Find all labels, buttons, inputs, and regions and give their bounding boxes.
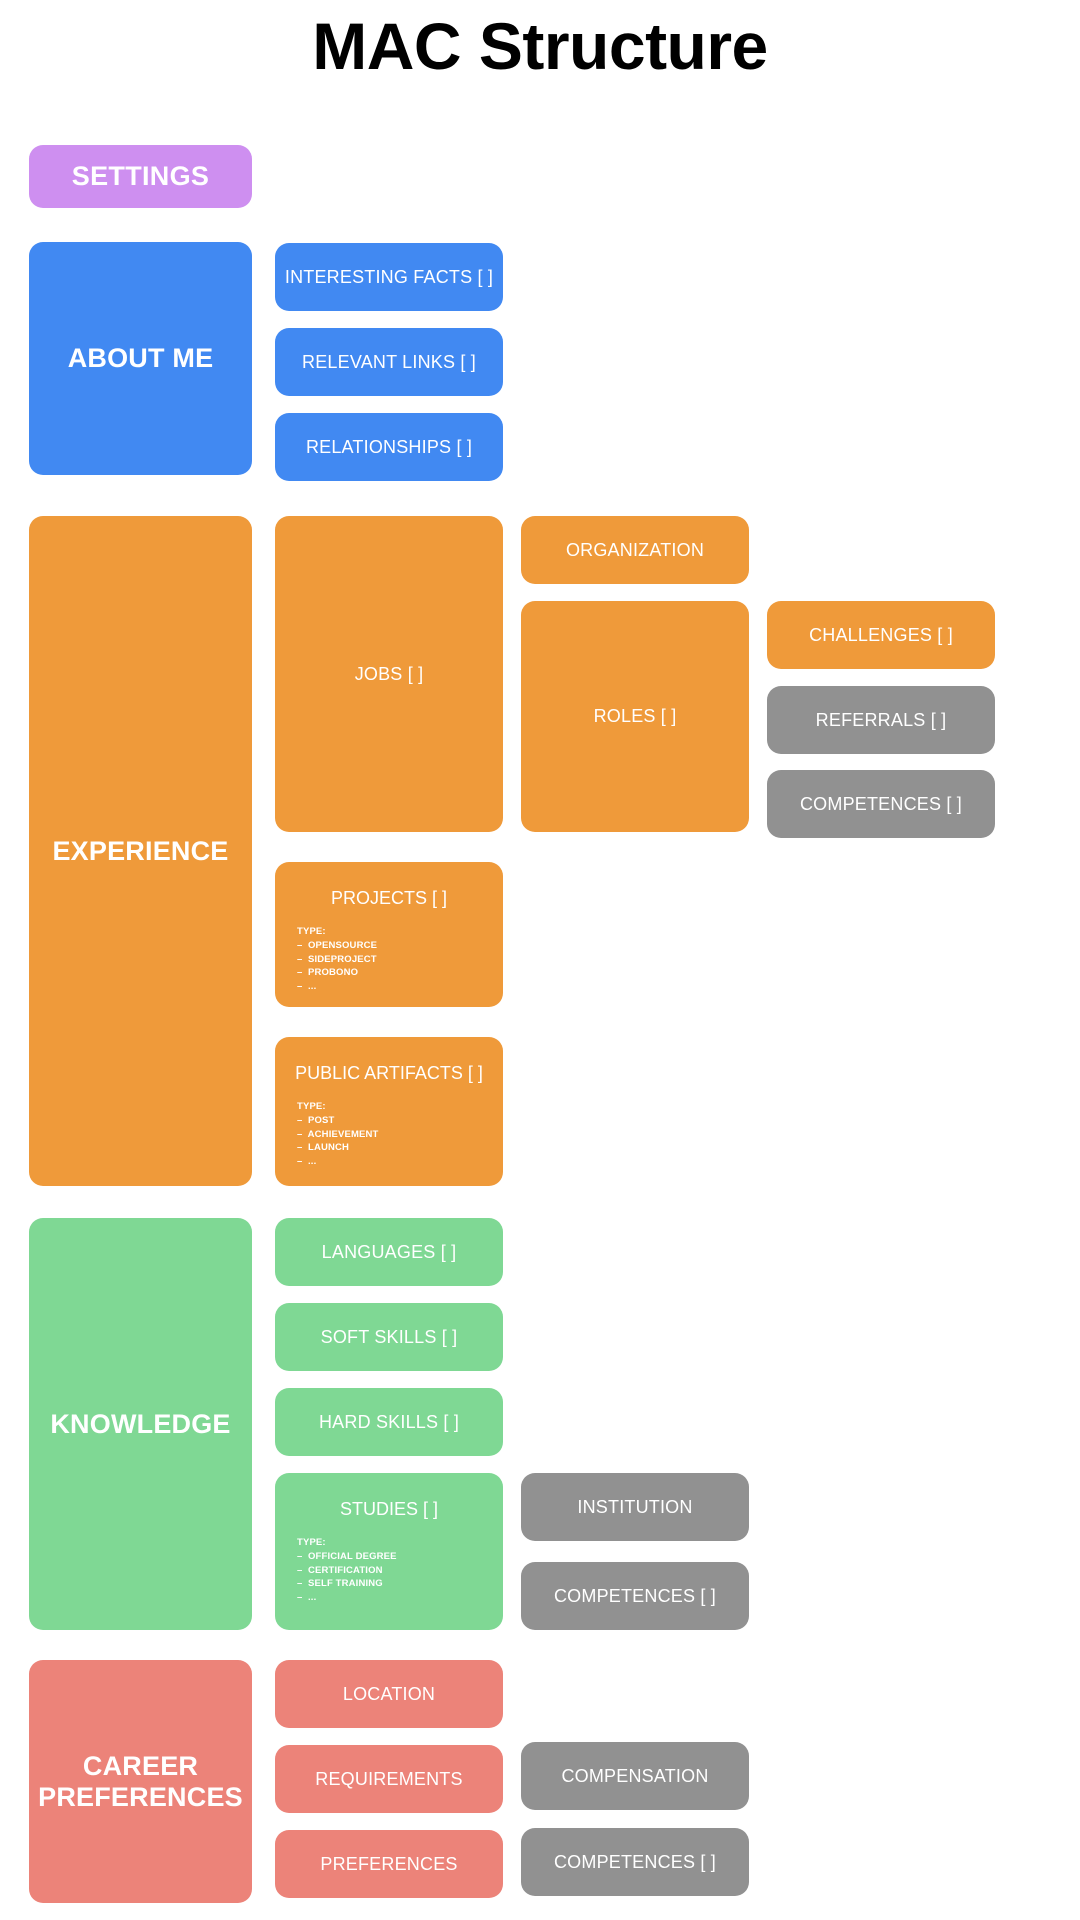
node-about-me[interactable]: ABOUT ME <box>29 242 252 475</box>
node-relationships-label: RELATIONSHIPS [ ] <box>305 436 473 457</box>
node-experience-label: EXPERIENCE <box>52 835 229 866</box>
node-experience-competences[interactable]: COMPETENCES [ ] <box>767 770 995 838</box>
node-challenges[interactable]: CHALLENGES [ ] <box>767 601 995 669</box>
node-settings-label: SETTINGS <box>71 161 210 191</box>
node-public-artifacts[interactable]: PUBLIC ARTIFACTS [ ] TYPE: – POST – ACHI… <box>275 1037 503 1186</box>
public-artifacts-type-list: TYPE: – POST – ACHIEVEMENT – LAUNCH – ..… <box>293 1100 485 1168</box>
node-jobs-label: JOBS [ ] <box>354 663 424 684</box>
node-soft-skills-label: SOFT SKILLS [ ] <box>320 1326 458 1347</box>
node-institution[interactable]: INSTITUTION <box>521 1473 749 1541</box>
studies-type-item: – OFFICIAL DEGREE <box>297 1551 397 1563</box>
node-compensation-label: COMPENSATION <box>561 1765 709 1786</box>
node-requirements-label: REQUIREMENTS <box>315 1768 463 1789</box>
node-location[interactable]: LOCATION <box>275 1660 503 1728</box>
node-referrals-label: REFERRALS [ ] <box>815 709 947 730</box>
node-roles-label: ROLES [ ] <box>593 706 677 726</box>
node-studies[interactable]: STUDIES [ ] TYPE: – OFFICIAL DEGREE – CE… <box>275 1473 503 1630</box>
node-projects-label: PROJECTS [ ] <box>330 888 447 908</box>
public-artifacts-type-item: – ACHIEVEMENT <box>297 1128 379 1140</box>
public-artifacts-type-item: – POST <box>297 1115 335 1127</box>
node-settings[interactable]: SETTINGS <box>29 145 252 208</box>
node-interesting-facts-label: INTERESTING FACTS [ ] <box>284 266 494 287</box>
page-title: MAC Structure <box>312 9 768 83</box>
node-knowledge-competences[interactable]: COMPETENCES [ ] <box>521 1562 749 1630</box>
node-preferences[interactable]: PREFERENCES <box>275 1830 503 1898</box>
node-roles[interactable]: ROLES [ ] <box>521 601 749 832</box>
node-projects[interactable]: PROJECTS [ ] TYPE: – OPENSOURCE – SIDEPR… <box>275 862 503 1007</box>
projects-type-item: – OPENSOURCE <box>297 940 378 952</box>
studies-type-item: – SELF TRAINING <box>297 1578 383 1590</box>
node-preferences-label: PREFERENCES <box>320 1853 458 1874</box>
node-knowledge-competences-label: COMPETENCES [ ] <box>553 1585 717 1606</box>
studies-type-item: – ... <box>297 1591 317 1603</box>
node-hard-skills-label: HARD SKILLS [ ] <box>318 1411 460 1432</box>
node-career-preferences-label: CAREER PREFERENCES <box>38 1751 243 1812</box>
node-interesting-facts[interactable]: INTERESTING FACTS [ ] <box>275 243 503 311</box>
node-knowledge[interactable]: KNOWLEDGE <box>29 1218 252 1630</box>
node-compensation[interactable]: COMPENSATION <box>521 1742 749 1810</box>
projects-type-item: – ... <box>297 980 317 992</box>
projects-type-list: TYPE: – OPENSOURCE – SIDEPROJECT – PROBO… <box>293 925 485 993</box>
node-requirements[interactable]: REQUIREMENTS <box>275 1745 503 1813</box>
node-knowledge-label: KNOWLEDGE <box>50 1408 231 1439</box>
node-relationships[interactable]: RELATIONSHIPS [ ] <box>275 413 503 481</box>
node-organization-label: ORGANIZATION <box>565 539 705 560</box>
node-hard-skills[interactable]: HARD SKILLS [ ] <box>275 1388 503 1456</box>
node-challenges-label: CHALLENGES [ ] <box>809 624 953 645</box>
studies-type-list: TYPE: – OFFICIAL DEGREE – CERTIFICATION … <box>293 1536 485 1604</box>
node-location-label: LOCATION <box>342 1683 436 1704</box>
node-soft-skills[interactable]: SOFT SKILLS [ ] <box>275 1303 503 1371</box>
node-institution-label: INSTITUTION <box>577 1496 693 1517</box>
node-career-competences[interactable]: COMPETENCES [ ] <box>521 1828 749 1896</box>
node-relevant-links-label: RELEVANT LINKS [ ] <box>302 351 476 372</box>
node-career-competences-label: COMPETENCES [ ] <box>553 1851 717 1872</box>
public-artifacts-type-item: – LAUNCH <box>297 1142 350 1154</box>
projects-type-heading: TYPE: <box>297 926 326 937</box>
node-public-artifacts-label: PUBLIC ARTIFACTS [ ] <box>295 1063 483 1083</box>
node-experience[interactable]: EXPERIENCE <box>29 516 252 1186</box>
node-studies-label: STUDIES [ ] <box>339 1499 438 1519</box>
node-organization[interactable]: ORGANIZATION <box>521 516 749 584</box>
studies-type-heading: TYPE: <box>297 1537 326 1548</box>
node-relevant-links[interactable]: RELEVANT LINKS [ ] <box>275 328 503 396</box>
node-experience-competences-label: COMPETENCES [ ] <box>799 793 963 814</box>
projects-type-item: – SIDEPROJECT <box>297 953 377 965</box>
node-about-me-label: ABOUT ME <box>67 343 214 374</box>
node-jobs[interactable]: JOBS [ ] <box>275 516 503 832</box>
public-artifacts-type-item: – ... <box>297 1155 317 1167</box>
public-artifacts-type-heading: TYPE: <box>297 1101 326 1112</box>
node-career-preferences[interactable]: CAREER PREFERENCES <box>29 1660 252 1903</box>
studies-type-item: – CERTIFICATION <box>297 1564 383 1576</box>
node-languages-label: LANGUAGES [ ] <box>321 1241 457 1262</box>
node-referrals[interactable]: REFERRALS [ ] <box>767 686 995 754</box>
projects-type-item: – PROBONO <box>297 967 359 979</box>
node-languages[interactable]: LANGUAGES [ ] <box>275 1218 503 1286</box>
